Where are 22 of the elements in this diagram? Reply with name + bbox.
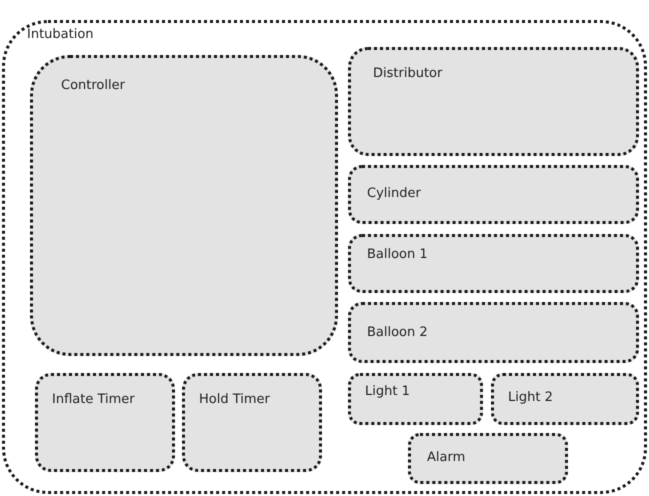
component-label: Balloon 1: [367, 247, 428, 262]
component-label: Distributor: [373, 66, 442, 81]
component-box: [35, 373, 175, 472]
component-box: [348, 373, 483, 425]
component-box: [182, 373, 322, 472]
component-label: Balloon 2: [367, 325, 428, 340]
component-box: [348, 165, 639, 224]
component-label: Alarm: [427, 450, 466, 465]
component-label: Intubation: [27, 27, 94, 42]
component-label: Cylinder: [367, 186, 421, 201]
component-box: [408, 433, 568, 484]
component-box: [30, 55, 338, 356]
component-box: [348, 47, 639, 156]
component-box: [348, 234, 639, 293]
group-box: [2, 20, 647, 494]
component-label: Inflate Timer: [52, 392, 135, 407]
component-label: Light 2: [508, 390, 553, 405]
component-label: Light 1: [365, 384, 410, 399]
component-label: Hold Timer: [199, 392, 270, 407]
component-label: Controller: [61, 78, 125, 93]
component-box: [491, 373, 639, 425]
component-box: [348, 302, 639, 363]
